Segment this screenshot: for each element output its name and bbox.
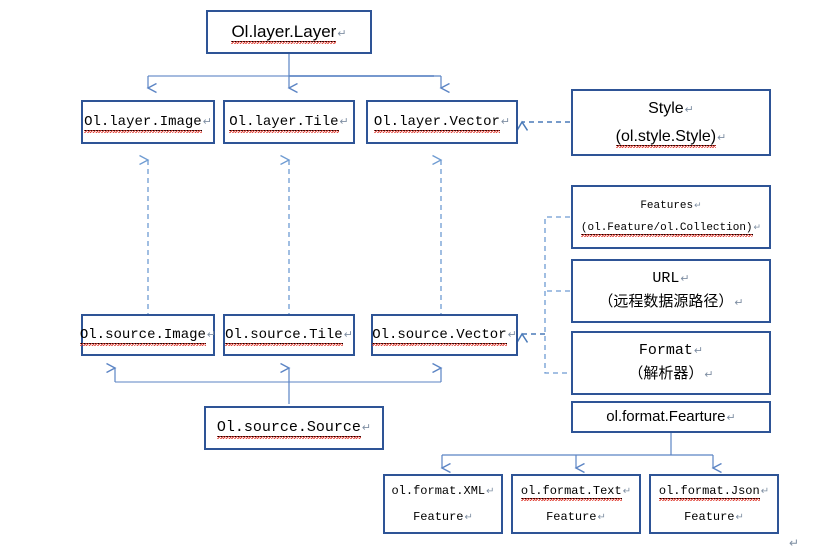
connector-source-to-layer <box>148 160 441 318</box>
pilcrow-mark: ↵ <box>206 328 217 341</box>
node-label: Ol.layer.Vector <box>373 113 500 131</box>
node-url[interactable]: URL↵ （远程数据源路径）↵ <box>571 259 771 323</box>
pilcrow-mark: ↵ <box>680 273 690 286</box>
pilcrow-mark: ↵ <box>734 296 744 309</box>
node-label: Ol.source.Source <box>216 418 361 437</box>
node-label: Ol.source.Vector <box>372 326 507 344</box>
pilcrow-mark: ↵ <box>684 103 694 116</box>
node-label-line2: Feature <box>546 509 597 524</box>
pilcrow-mark: ↵ <box>622 486 632 498</box>
node-label-line2: (ol.Feature/ol.Collection) <box>580 221 753 235</box>
pilcrow-mark: ↵ <box>337 27 347 40</box>
node-label: ol.format.Fearture <box>606 407 726 425</box>
pilcrow-mark: ↵ <box>507 328 517 341</box>
pilcrow-mark: ↵ <box>339 115 349 128</box>
trailing-pilcrow-mark: ↵ <box>789 536 800 550</box>
node-ol-layer-image[interactable]: Ol.layer.Image↵ <box>81 100 215 144</box>
pilcrow-mark: ↵ <box>760 486 770 498</box>
node-ol-layer-tile[interactable]: Ol.layer.Tile↵ <box>223 100 355 144</box>
node-label: Ol.layer.Layer <box>231 21 337 42</box>
node-ol-format-fearture[interactable]: ol.format.Fearture↵ <box>571 401 771 433</box>
connector-source-tree <box>115 368 441 404</box>
connector-layer-tree <box>148 54 441 88</box>
node-label-line1: Format <box>638 342 693 360</box>
node-label-line1: ol.format.Json <box>658 484 760 500</box>
node-label-line2: (ol.style.Style) <box>615 127 717 146</box>
pilcrow-mark: ↵ <box>694 199 702 210</box>
node-label: Ol.source.Tile <box>225 326 343 344</box>
node-label-line1: Style <box>648 99 684 117</box>
node-ol-source-image[interactable]: Ol.source.Image↵ <box>79 314 217 356</box>
node-ol-source-tile[interactable]: Ol.source.Tile↵ <box>223 314 355 356</box>
pilcrow-mark: ↵ <box>202 115 212 128</box>
node-features[interactable]: Features↵ (ol.Feature/ol.Collection)↵ <box>571 185 771 249</box>
node-label-line2: Feature <box>413 509 464 524</box>
node-label-line2: Feature <box>684 509 735 524</box>
pilcrow-mark: ↵ <box>343 328 353 341</box>
node-label: Ol.layer.Image <box>84 113 202 131</box>
node-label-line1: ol.format.XML <box>391 484 486 499</box>
node-label-line1: ol.format.Text <box>520 484 622 500</box>
node-ol-layer-vector[interactable]: Ol.layer.Vector↵ <box>366 100 518 144</box>
node-ol-format-text-feature[interactable]: ol.format.Text↵ Feature↵ <box>511 474 641 534</box>
pilcrow-mark: ↵ <box>464 511 473 523</box>
pilcrow-mark: ↵ <box>704 368 714 381</box>
node-ol-layer-layer[interactable]: Ol.layer.Layer↵ <box>206 10 372 54</box>
node-label-line2: （解析器） <box>628 365 704 383</box>
pilcrow-mark: ↵ <box>486 486 495 498</box>
connector-format-tree <box>442 433 713 468</box>
node-label-line1: Features <box>640 199 694 212</box>
node-format[interactable]: Format↵ （解析器）↵ <box>571 331 771 395</box>
node-label-line1: URL <box>652 270 680 288</box>
node-label: Ol.layer.Tile <box>229 113 339 131</box>
node-ol-format-xml-feature[interactable]: ol.format.XML↵ Feature↵ <box>383 474 503 534</box>
node-ol-source-source[interactable]: Ol.source.Source↵ <box>204 406 384 450</box>
pilcrow-mark: ↵ <box>726 411 736 424</box>
node-style[interactable]: Style↵ (ol.style.Style)↵ <box>571 89 771 156</box>
pilcrow-mark: ↵ <box>500 115 511 128</box>
node-ol-format-json-feature[interactable]: ol.format.Json↵ Feature↵ <box>649 474 779 534</box>
pilcrow-mark: ↵ <box>735 511 744 523</box>
pilcrow-mark: ↵ <box>361 421 372 434</box>
pilcrow-mark: ↵ <box>693 345 704 358</box>
pilcrow-mark: ↵ <box>597 511 606 523</box>
node-ol-source-vector[interactable]: Ol.source.Vector↵ <box>371 314 518 356</box>
pilcrow-mark: ↵ <box>753 221 762 232</box>
node-label: Ol.source.Image <box>79 326 206 344</box>
node-label-line2: （远程数据源路径） <box>598 293 734 311</box>
pilcrow-mark: ↵ <box>717 131 727 144</box>
connector-right-bus-to-source-vector <box>522 216 570 374</box>
